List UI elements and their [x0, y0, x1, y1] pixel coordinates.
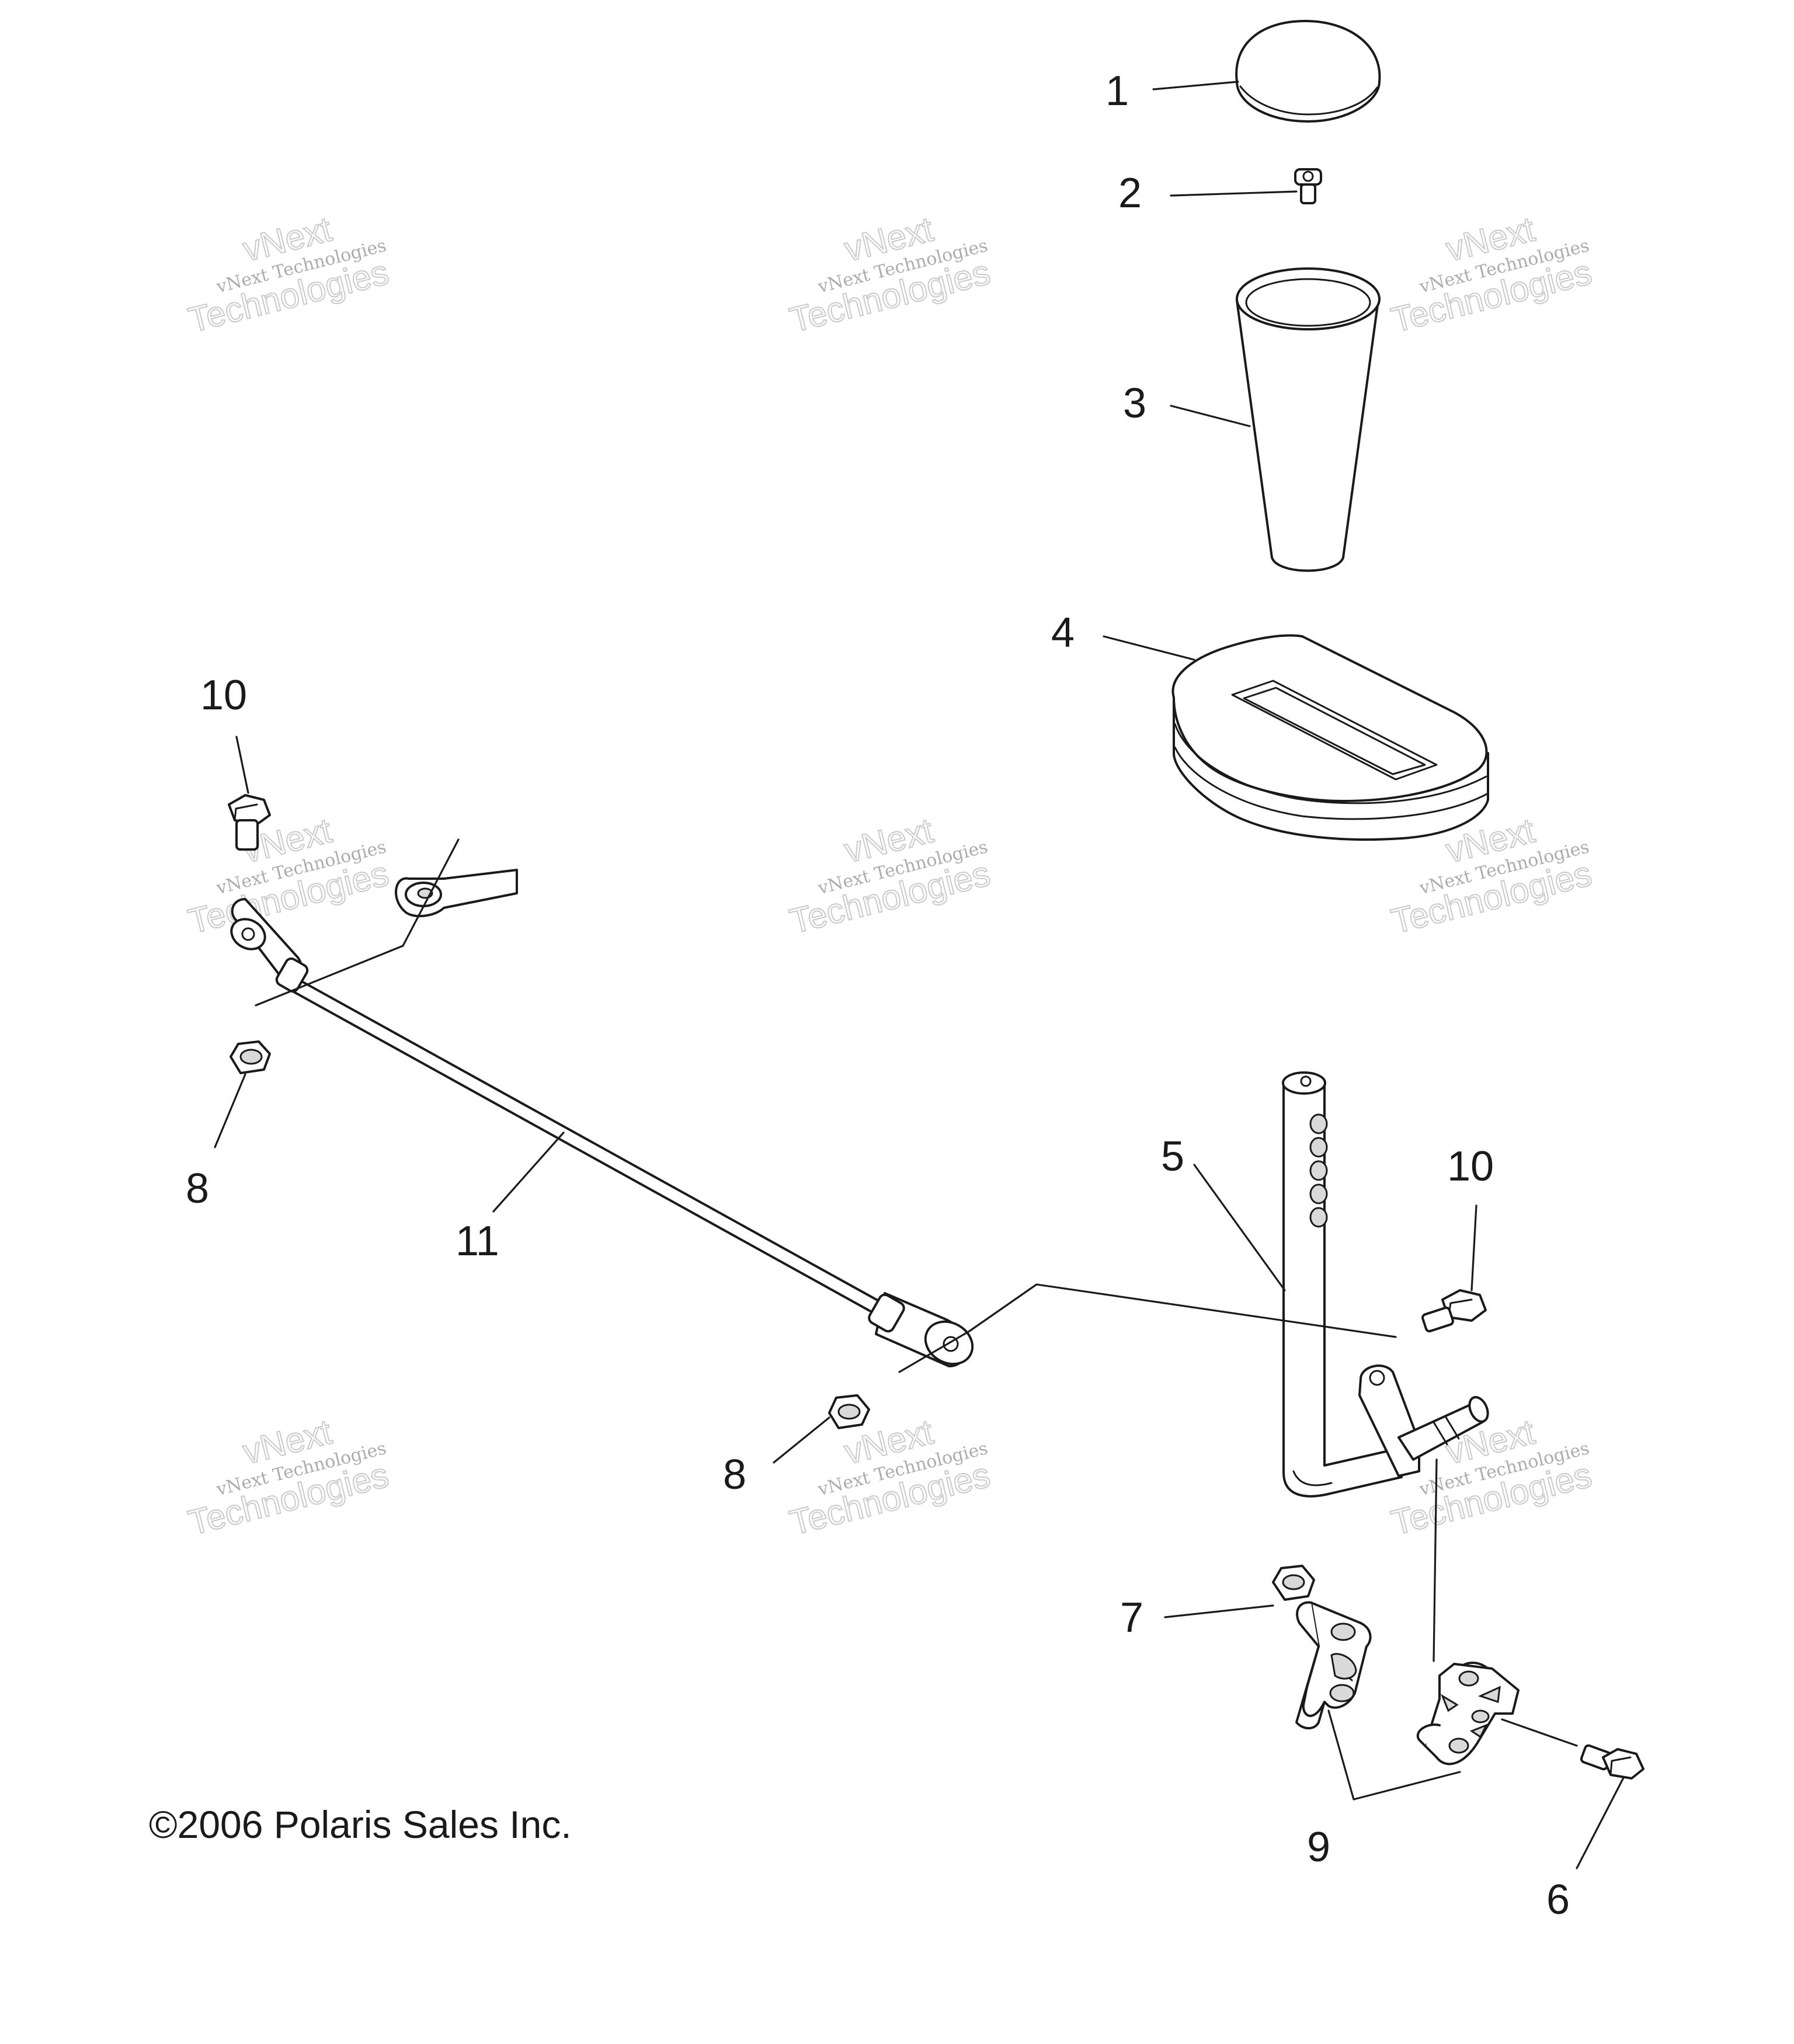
part-8-nut-upper: [230, 1040, 271, 1074]
part-11-linkage-rod: [230, 869, 974, 1367]
leader-lines: [214, 81, 1625, 1869]
part-1-knob-cap: [1235, 20, 1381, 123]
callout-8-lower: 8: [723, 1451, 746, 1498]
part-10-bolt-right: [1421, 1289, 1487, 1333]
watermarks: vNext vNext Technologies Technologies vN…: [184, 209, 1596, 1543]
watermark: vNext vNext Technologies Technologies: [1387, 209, 1596, 340]
part-6-bolt: [1580, 1744, 1644, 1780]
watermark: vNext vNext Technologies Technologies: [184, 209, 393, 340]
watermark: vNext vNext Technologies Technologies: [184, 810, 393, 942]
part-9-mount-block-left: [1295, 1601, 1372, 1730]
watermark: vNext vNext Technologies Technologies: [785, 1412, 995, 1543]
callout-11: 11: [456, 1218, 499, 1265]
part-4-shift-boot: [1171, 634, 1489, 841]
part-10-bolt-upper: [228, 794, 271, 851]
part-3-shift-grip: [1236, 267, 1381, 572]
callout-10-upper: 10: [200, 672, 247, 719]
callout-3: 3: [1123, 380, 1146, 427]
copyright-notice: ©2006 Polaris Sales Inc.: [149, 1803, 572, 1846]
callout-9: 9: [1307, 1824, 1330, 1871]
callout-2: 2: [1118, 170, 1142, 217]
part-9-mount-block-right: [1416, 1662, 1520, 1766]
callout-5: 5: [1161, 1133, 1184, 1180]
callout-6: 6: [1546, 1876, 1570, 1923]
callout-8-upper: 8: [186, 1165, 209, 1212]
part-5-shift-lever: [1282, 1071, 1489, 1498]
part-2-screw: [1294, 168, 1322, 204]
callout-1: 1: [1105, 68, 1129, 114]
callout-10-right: 10: [1447, 1143, 1494, 1190]
callout-4: 4: [1051, 610, 1075, 656]
watermark: vNext vNext Technologies Technologies: [785, 209, 995, 340]
callout-7: 7: [1120, 1594, 1143, 1641]
watermark: vNext vNext Technologies Technologies: [184, 1412, 393, 1543]
part-8-nut-lower: [828, 1394, 870, 1429]
callout-labels: 1 2 3 4 5 6 7 8 8 9 10 10 11: [186, 68, 1570, 1923]
part-7-nut: [1272, 1565, 1315, 1601]
watermark: vNext vNext Technologies Technologies: [785, 810, 995, 942]
